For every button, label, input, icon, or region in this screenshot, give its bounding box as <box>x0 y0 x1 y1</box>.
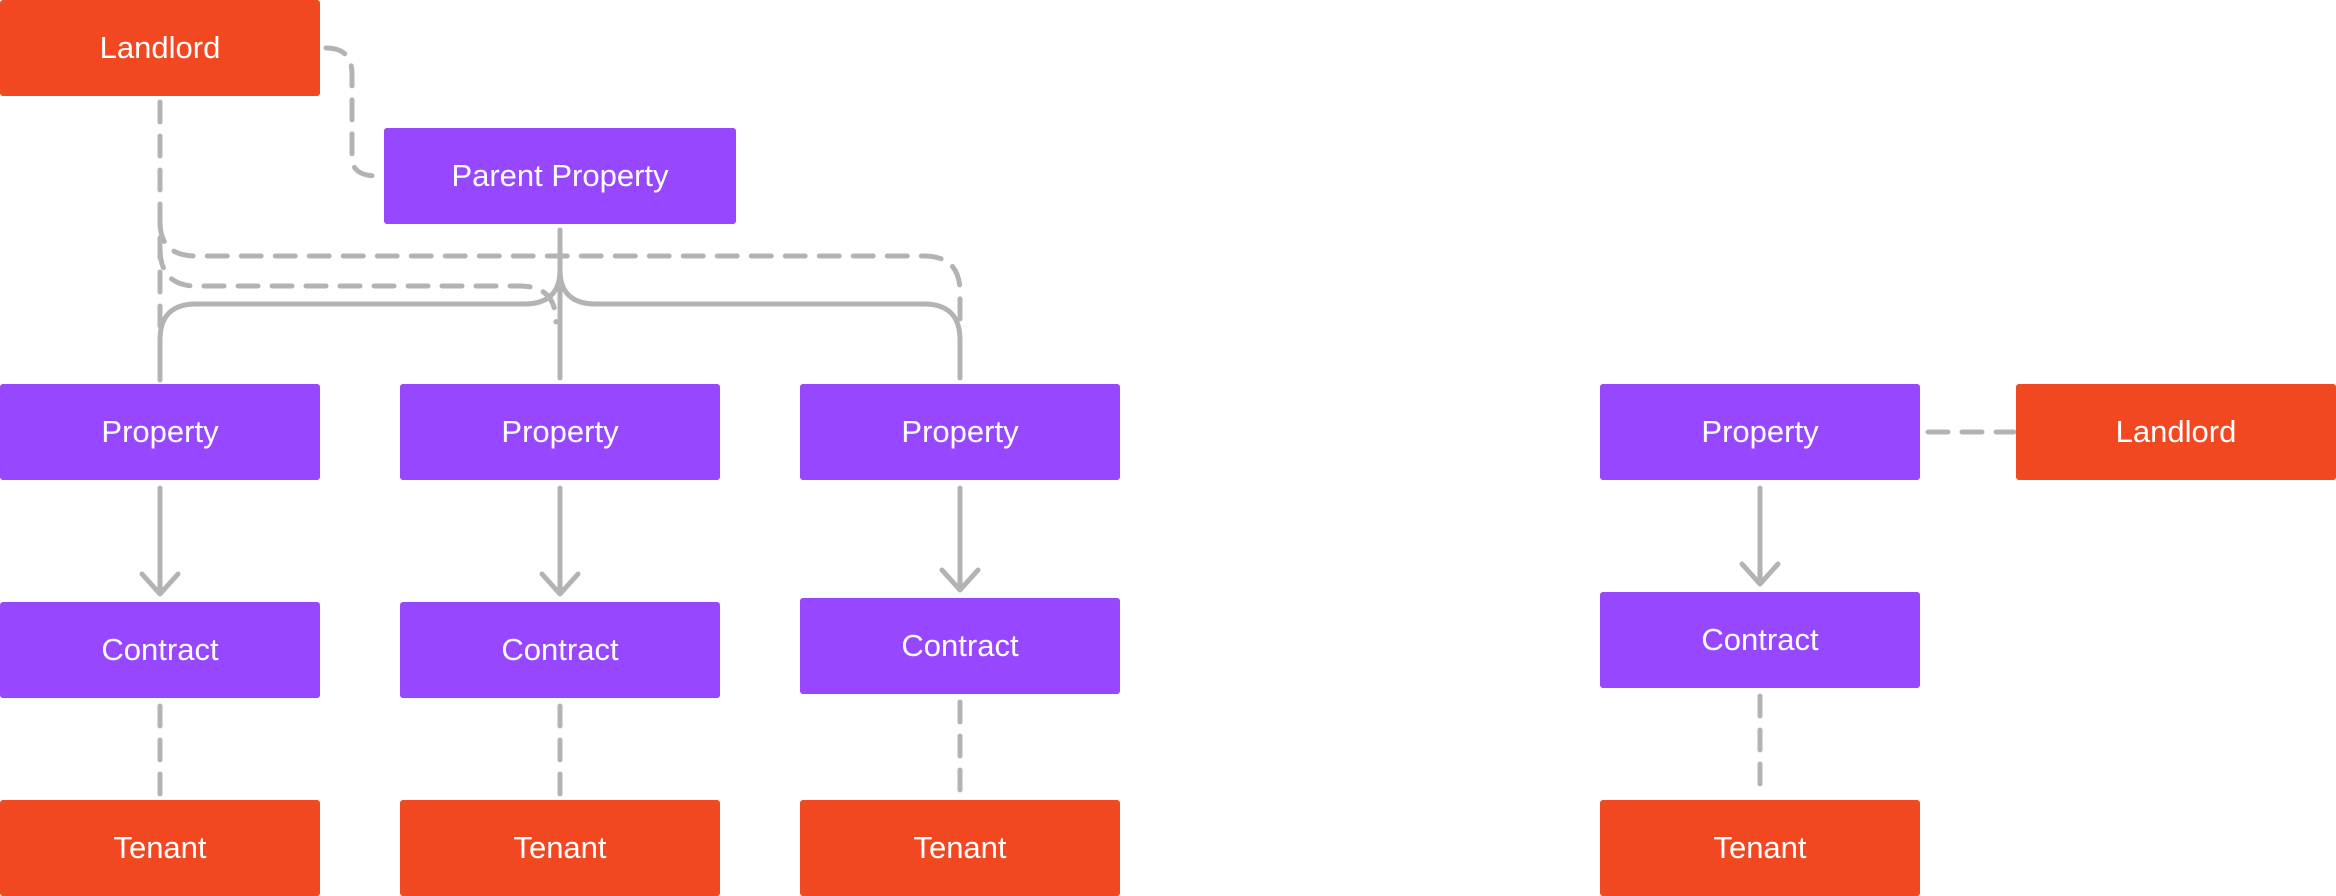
arrow-1 <box>139 485 181 597</box>
right-property-label: Property <box>1701 414 1819 449</box>
right-tenant-box: Tenant <box>1600 800 1920 896</box>
landlord-parent-connector <box>323 45 381 179</box>
landlord-box: Landlord <box>0 0 320 96</box>
contract-box-3: Contract <box>800 598 1120 694</box>
tenant-box-2: Tenant <box>400 800 720 896</box>
parent-property-box: Parent Property <box>384 128 736 224</box>
contract-label-2: Contract <box>501 632 619 667</box>
property-box-2: Property <box>400 384 720 480</box>
parent-tree-right <box>557 267 963 381</box>
contract-box-1: Contract <box>0 602 320 698</box>
parent-property-label: Parent Property <box>451 158 669 193</box>
parent-tree-left <box>157 267 563 381</box>
tenant-label-1: Tenant <box>113 830 207 865</box>
right-landlord-label: Landlord <box>2115 414 2237 449</box>
property-box-1: Property <box>0 384 320 480</box>
arrow-right <box>1739 485 1781 587</box>
right-contract-box: Contract <box>1600 592 1920 688</box>
right-property-box: Property <box>1600 384 1920 480</box>
property-label-3: Property <box>901 414 1019 449</box>
property-label-1: Property <box>101 414 219 449</box>
contract-label-1: Contract <box>101 632 219 667</box>
landlord-branch-upper <box>157 219 963 333</box>
property-label-2: Property <box>501 414 619 449</box>
landlord-branch-lower <box>157 245 559 325</box>
tenant-label-2: Tenant <box>513 830 607 865</box>
tenant-label-3: Tenant <box>913 830 1007 865</box>
right-contract-label: Contract <box>1701 622 1819 657</box>
tenant-box-1: Tenant <box>0 800 320 896</box>
tenant-box-3: Tenant <box>800 800 1120 896</box>
right-landlord-box: Landlord <box>2016 384 2336 480</box>
property-box-3: Property <box>800 384 1120 480</box>
contract-label-3: Contract <box>901 628 1019 663</box>
right-tenant-label: Tenant <box>1713 830 1807 865</box>
arrow-2 <box>539 485 581 597</box>
contract-box-2: Contract <box>400 602 720 698</box>
arrow-3 <box>939 485 981 593</box>
landlord-label: Landlord <box>99 30 221 65</box>
